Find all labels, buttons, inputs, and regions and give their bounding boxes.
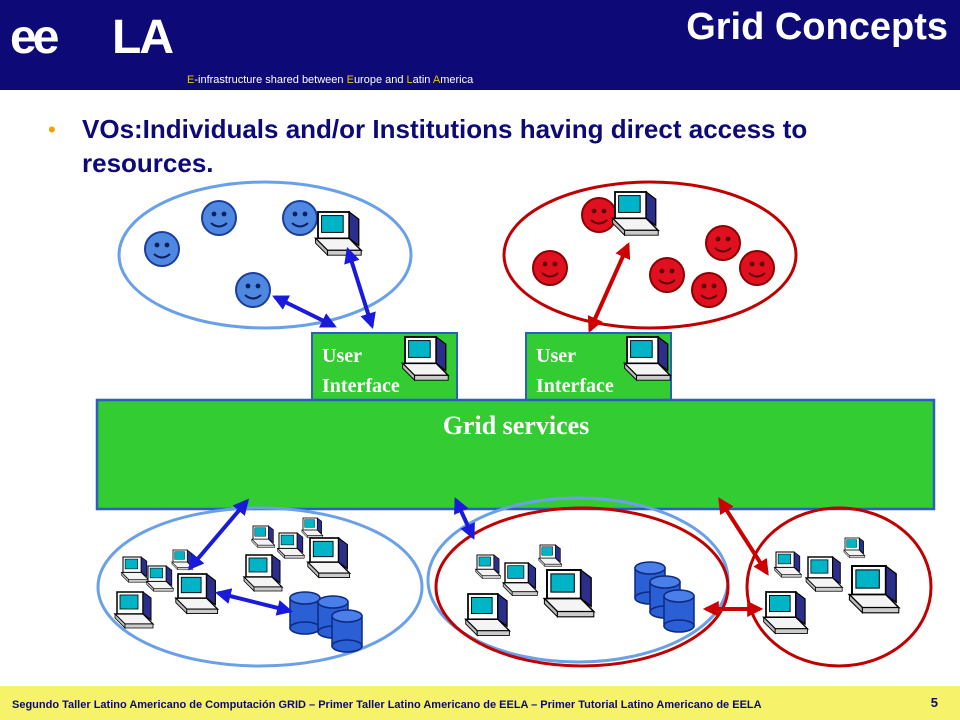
computer-icon (543, 569, 595, 618)
vo-red-bottom-right (745, 506, 933, 668)
arrow (187, 498, 250, 571)
database-icon (331, 609, 363, 653)
tagline-part: A (432, 74, 441, 86)
vo-red-bottom-mid (434, 506, 730, 668)
computer-icon (121, 556, 149, 583)
vo-red-top (502, 180, 798, 330)
arrow (454, 497, 475, 540)
computer-icon (843, 537, 866, 559)
computer-icon (114, 591, 154, 629)
vo-blue-bottom-left (96, 506, 424, 668)
database-icon (663, 589, 695, 633)
tagline-part: -infrastructure shared between (194, 74, 347, 86)
eela-logo: ee (10, 8, 59, 68)
computer-icon (848, 565, 900, 614)
la-logo: LA (112, 8, 174, 68)
arrow (718, 497, 769, 576)
computer-icon (301, 517, 324, 539)
computer-icon (538, 544, 563, 568)
computer-icon (277, 532, 305, 559)
bullet-text: VOs:Individuals and/or Institutions havi… (82, 114, 808, 178)
logo-ee-text: ee (10, 11, 59, 64)
header-bar: ee LA E-infrastructure shared between Eu… (0, 0, 960, 90)
logo-la-text: LA (112, 11, 174, 64)
computer-icon (805, 556, 843, 592)
tagline-part: L (406, 74, 413, 86)
user-smiley-icon (201, 200, 237, 236)
computer-icon (774, 551, 802, 578)
arrow (214, 588, 294, 616)
user-smiley-icon (649, 257, 685, 293)
computer-icon (502, 562, 539, 597)
page-number: 5 (930, 695, 938, 710)
user-interface-label-2b: Interface (536, 375, 614, 397)
computer-icon (475, 554, 501, 579)
bullet-icon: • (48, 117, 56, 142)
user-smiley-icon (144, 231, 180, 267)
tagline-part: atin (412, 74, 433, 86)
grid-services-box (95, 398, 936, 511)
tagline: E-infrastructure shared between Europe a… (187, 74, 473, 86)
computer-icon (762, 591, 809, 635)
tagline-part: urope and (353, 74, 407, 86)
arrow (587, 242, 631, 333)
user-smiley-icon (691, 272, 727, 308)
vo-blue-top (117, 180, 413, 330)
user-smiley-icon (581, 197, 617, 233)
slide-title: Grid Concepts (686, 6, 948, 48)
grid-services-label: Grid services (443, 411, 590, 440)
user-interface-label-1b: Interface (322, 375, 400, 397)
tagline-part: E (346, 74, 354, 86)
computer-icon (401, 336, 450, 382)
user-interface-label-1: User (322, 345, 362, 367)
user-smiley-icon (282, 200, 318, 236)
computer-icon (146, 565, 174, 592)
computer-icon (623, 336, 672, 382)
footer-bar: Segundo Taller Latino Americano de Compu… (0, 686, 960, 720)
computer-icon (464, 593, 511, 637)
computer-icon (306, 537, 351, 579)
computer-icon (251, 525, 276, 549)
database-icon (289, 591, 321, 635)
footer-text: Segundo Taller Latino Americano de Compu… (12, 699, 762, 711)
user-interface-label-2: User (536, 345, 576, 367)
tagline-part: E (187, 74, 195, 86)
user-smiley-icon (739, 250, 775, 286)
user-smiley-icon (705, 225, 741, 261)
user-smiley-icon (235, 272, 271, 308)
arrow (344, 246, 376, 330)
user-smiley-icon (532, 250, 568, 286)
computer-icon (174, 573, 219, 615)
tagline-part: merica (440, 74, 474, 86)
computer-icon (314, 211, 363, 257)
arrow (272, 295, 337, 328)
computer-icon (243, 554, 283, 592)
computer-icon (611, 191, 660, 237)
